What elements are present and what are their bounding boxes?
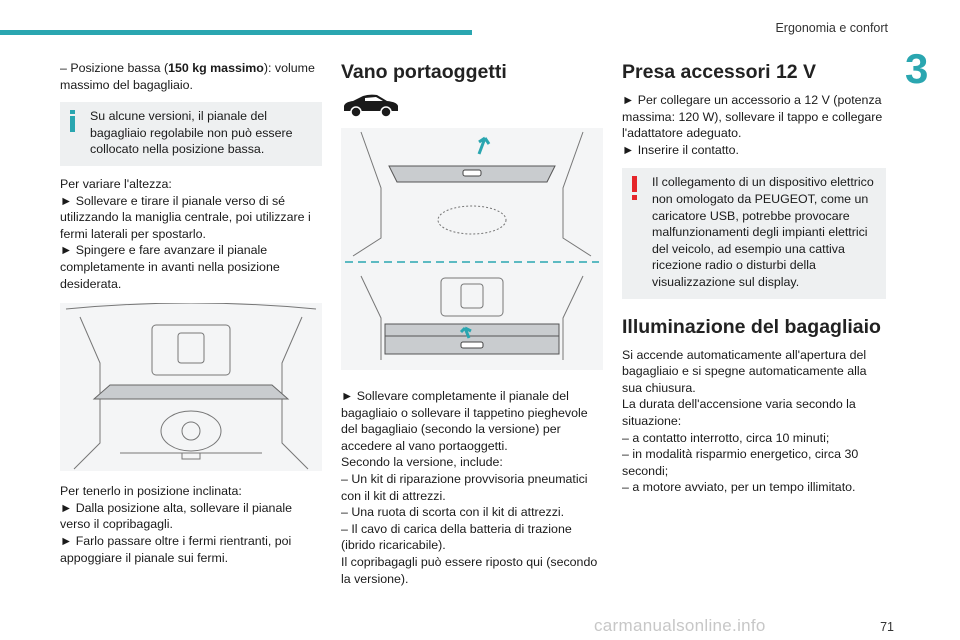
item-spare-wheel: – Una ruota di scorta con il kit di attr…: [341, 505, 565, 520]
step-ignition-on: ► Inserire il contatto.: [622, 142, 739, 157]
step-lift-to-cover: ► Dalla posizione alta, sollevare il pia…: [60, 500, 292, 532]
header-accent-bar: [0, 30, 472, 35]
storage-compartment-heading: Vano portaoggetti: [341, 61, 507, 83]
warning-icon: [632, 176, 637, 201]
step-push-forward: ► Spingere e fare avanzare il pianale co…: [60, 243, 280, 291]
info-note: Su alcune versioni, il pianale del bagag…: [60, 102, 322, 166]
boot-lighting-heading: Illuminazione del bagagliaio: [622, 315, 881, 338]
item-ignition-off: – a contatto interrotto, circa 10 minuti…: [622, 430, 830, 445]
paragraph-duration: La durata dell'accensione varia secondo …: [622, 397, 856, 428]
info-note-text: Su alcune versioni, il pianale del bagag…: [90, 109, 293, 157]
boot-floor-illustration: [60, 303, 322, 472]
storage-compartment-illustration: [341, 128, 603, 370]
warning-note: Il collegamento di un dispositivo elettr…: [622, 168, 886, 299]
paragraph-cover-storage: Il copribagagli può essere riposto qui (…: [341, 554, 598, 586]
header-section-title: Ergonomia e confort: [775, 21, 888, 35]
page-number: 71: [880, 620, 894, 634]
paragraph-auto-on: Si accende automaticamente all'apertura …: [622, 347, 867, 395]
info-icon: [70, 110, 75, 133]
item-energy-saving: – in modalità risparmio energetico, circ…: [622, 447, 859, 478]
item-engine-running: – a motore avviato, per un tempo illimit…: [622, 480, 856, 495]
paragraph-inclined-position: Per tenerlo in posizione inclinata:: [60, 484, 242, 499]
item-repair-kit: – Un kit di riparazione provvisoria pneu…: [341, 471, 588, 503]
chapter-number: 3: [905, 45, 929, 92]
boot-floor-drawing: [65, 303, 317, 470]
car-silhouette-icon: [344, 94, 398, 118]
step-lift-floor: ► Sollevare completamente il pianale del…: [341, 389, 588, 453]
step-connect-accessory: ► Per collegare un accessorio a 12 V (po…: [622, 93, 883, 141]
paragraph-change-height: Per variare l'altezza:: [60, 176, 172, 191]
warning-note-text: Il collegamento di un dispositivo elettr…: [652, 175, 874, 289]
column-right: Presa accessori 12 V ► Per collegare un …: [622, 60, 886, 496]
item-charging-cable: – Il cavo di carica della batteria di tr…: [341, 521, 572, 553]
paragraph-includes: Secondo la versione, include:: [341, 455, 503, 470]
step-lift-pull: ► Sollevare e tirare il pianale verso di…: [60, 193, 311, 241]
step-pass-stops: ► Farlo passare oltre i fermi rientranti…: [60, 533, 292, 565]
column-middle: Vano portaoggetti: [341, 60, 603, 587]
accessory-socket-heading: Presa accessori 12 V: [622, 61, 817, 83]
max-load-value: 150 kg massimo: [168, 61, 264, 75]
watermark: carmanualsonline.info: [594, 616, 766, 635]
column-left: – Posizione bassa (150 kg massimo): volu…: [60, 60, 322, 566]
storage-compartment-drawing: [345, 131, 599, 360]
paragraph-low-position: – Posizione bassa (150 kg massimo): volu…: [60, 61, 315, 92]
